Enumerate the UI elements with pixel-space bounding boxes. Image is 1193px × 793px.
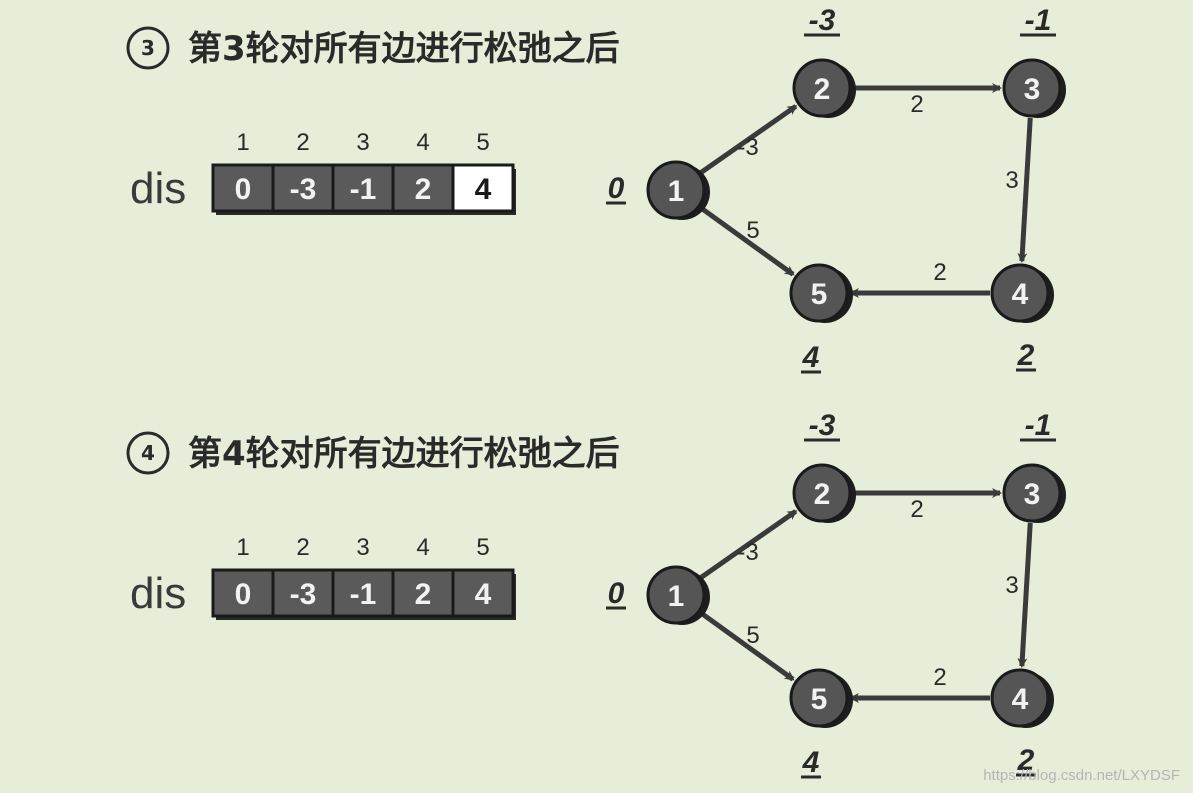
panel-step-3: 3 第3轮对所有边进行松弛之后 dis 1 2 3 4 5 0 -3 -1 2 4 -3 2 3 2 5 1 0 2 -3… [126, 4, 1066, 374]
panels: 3 第3轮对所有边进行松弛之后 dis 1 2 3 4 5 0 -3 -1 2 4 -3 2 3 2 5 1 0 2 -3… [126, 4, 1066, 779]
node-2 [792, 58, 852, 118]
array-cell-value: 4 [475, 173, 492, 206]
step-number: 3 [141, 36, 155, 60]
array-index: 5 [476, 129, 489, 156]
panel-step-4: 4 第4轮对所有边进行松弛之后 dis 1 2 3 4 5 0 -3 -1 2 4 -3 2 3 2 5 1 0 2 -3… [126, 409, 1066, 779]
edge-weight: 2 [910, 91, 923, 118]
edge-weight: 2 [910, 496, 923, 523]
node-label: 2 [814, 478, 831, 511]
edge-3-4 [1017, 117, 1033, 264]
node-label: 5 [811, 278, 828, 311]
node-1 [646, 565, 706, 625]
node-2 [792, 463, 852, 523]
node-3 [1002, 58, 1062, 118]
array-index: 3 [356, 534, 369, 561]
step-number: 4 [141, 441, 155, 465]
array-index: 1 [236, 534, 249, 561]
edge-weight: 2 [933, 664, 946, 691]
node-4 [990, 668, 1050, 728]
array-label: dis [130, 569, 186, 618]
node-distance: 0 [608, 172, 625, 205]
array-cell-value: -3 [290, 578, 317, 611]
array-cell [211, 163, 275, 213]
edge-weight: 2 [933, 259, 946, 286]
array-index: 5 [476, 534, 489, 561]
node-distance: -3 [809, 4, 836, 37]
panel-title: 第3轮对所有边进行松弛之后 [188, 29, 620, 69]
array-index: 4 [416, 129, 429, 156]
edge-weight: -3 [737, 539, 758, 566]
array-cell-value: 0 [235, 578, 252, 611]
node-5 [789, 263, 849, 323]
array-cell-value: 4 [475, 578, 492, 611]
step-circle [126, 431, 170, 475]
node-distance: 2 [1017, 744, 1035, 777]
node-label: 4 [1012, 278, 1029, 311]
node-label: 2 [814, 73, 831, 106]
array-cell [211, 568, 275, 618]
array-label: dis [130, 164, 186, 213]
array-cell [331, 568, 395, 618]
step-circle [126, 26, 170, 70]
array-cell-value: -1 [350, 578, 377, 611]
array-cell-value: -1 [350, 173, 377, 206]
array-cell [391, 163, 455, 213]
node-4 [990, 263, 1050, 323]
edge-1-5 [698, 610, 795, 682]
node-label: 3 [1024, 73, 1041, 106]
node-distance: 4 [802, 341, 820, 374]
node-label: 1 [668, 580, 685, 613]
edge-weight: 3 [1005, 167, 1018, 194]
watermark: https://blog.csdn.net/LXYDSF [983, 767, 1180, 784]
edge-1-2 [699, 509, 798, 580]
array-cell-value: 2 [415, 578, 432, 611]
array-cell-value: 0 [235, 173, 252, 206]
node-label: 5 [811, 683, 828, 716]
node-label: 3 [1024, 478, 1041, 511]
array-cell [271, 163, 335, 213]
edge-1-5 [698, 205, 795, 277]
array-index: 2 [296, 129, 309, 156]
edge-3-4 [1017, 522, 1033, 669]
node-distance: 2 [1017, 339, 1035, 372]
array-index: 3 [356, 129, 369, 156]
array-index: 1 [236, 129, 249, 156]
panel-title: 第4轮对所有边进行松弛之后 [188, 434, 620, 474]
node-5 [789, 668, 849, 728]
array-cell-highlighted [451, 163, 515, 213]
array-cell-value: -3 [290, 173, 317, 206]
array-cell [451, 568, 515, 618]
node-distance: -1 [1025, 4, 1052, 37]
edge-1-2 [699, 104, 798, 175]
edge-weight: -3 [737, 134, 758, 161]
node-distance: 0 [608, 577, 625, 610]
node-label: 1 [668, 175, 685, 208]
node-distance: -1 [1025, 409, 1052, 442]
array-index: 4 [416, 534, 429, 561]
node-label: 4 [1012, 683, 1029, 716]
array-cell [271, 568, 335, 618]
node-1 [646, 160, 706, 220]
edge-weight: 3 [1005, 572, 1018, 599]
node-distance: 4 [802, 746, 820, 779]
edge-weight: 5 [746, 622, 759, 649]
array-cell-value: 2 [415, 173, 432, 206]
array-index: 2 [296, 534, 309, 561]
node-3 [1002, 463, 1062, 523]
node-distance: -3 [809, 409, 836, 442]
edge-weight: 5 [746, 217, 759, 244]
